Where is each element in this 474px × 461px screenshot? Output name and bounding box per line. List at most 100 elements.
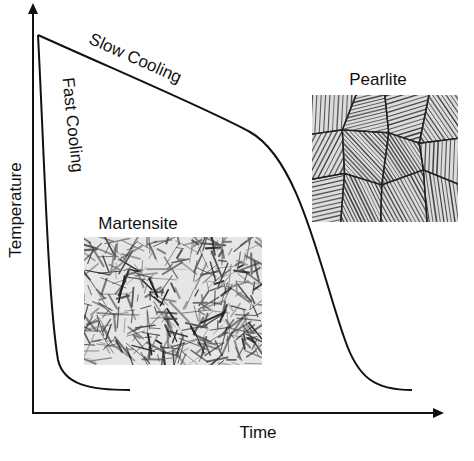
pearlite-lamella: [312, 162, 344, 223]
grain-boundary: [342, 130, 388, 185]
martensite-needle: [84, 356, 96, 364]
pearlite-lamella: [366, 139, 386, 222]
martensite-needle: [235, 281, 237, 291]
pearlite-lamella: [414, 95, 420, 222]
martensite-needle: [211, 240, 218, 254]
martensite-needle: [194, 254, 202, 272]
pearlite-lamella: [312, 118, 398, 220]
pearlite-lamella: [312, 137, 380, 168]
martensite-needle: [84, 325, 91, 330]
pearlite-lamella: [312, 95, 346, 210]
martensite-needle: [150, 246, 157, 262]
pearlite-lamella: [406, 95, 412, 222]
martensite-needle: [147, 268, 170, 270]
martensite-needle: [245, 363, 262, 365]
martensite-needle: [148, 335, 158, 357]
martensite-needle: [246, 256, 262, 266]
martensite-needle: [236, 347, 242, 360]
pearlite-lamella: [312, 152, 364, 222]
pearlite-lamella: [387, 136, 407, 222]
martensite-needle: [176, 241, 198, 253]
pearlite-lamella: [323, 142, 384, 222]
martensite-needle: [175, 288, 179, 298]
martensite-needle: [201, 271, 219, 274]
pearlite-lamella: [389, 95, 395, 222]
martensite-needle: [103, 256, 109, 272]
pearlite-lamella: [312, 129, 386, 222]
martensite-needle: [179, 348, 186, 356]
martensite-needle: [102, 326, 111, 342]
martensite-needle: [117, 242, 118, 253]
pearlite-lamella: [364, 149, 431, 222]
micrograph-title: Martensite: [98, 215, 177, 234]
pearlite-lamella: [321, 100, 417, 202]
martensite-needle: [253, 339, 262, 353]
martensite-needle: [238, 252, 241, 270]
martensite-needle: [102, 293, 128, 294]
pearlite-colony: [312, 121, 407, 222]
pearlite-lamella: [377, 137, 397, 222]
pearlite-lamella: [331, 138, 393, 223]
grain-boundary: [312, 173, 345, 222]
pearlite-lamella: [384, 136, 404, 222]
pearlite-lamella: [393, 95, 399, 222]
martensite-needle: [91, 309, 99, 315]
grain-boundary: [381, 170, 428, 222]
pearlite-lamella: [402, 95, 408, 222]
martensite-needle: [210, 286, 223, 290]
pearlite-lamella: [316, 174, 383, 222]
grain-boundary: [312, 95, 358, 135]
martensite-needle: [194, 302, 208, 304]
pearlite-lamella: [395, 135, 415, 222]
martensite-needle: [124, 348, 133, 350]
martensite-needle: [85, 317, 88, 324]
pearlite-colony: [366, 119, 458, 222]
martensite-needle: [173, 330, 178, 343]
pearlite-lamella: [320, 143, 381, 222]
martensite-needle: [127, 331, 145, 336]
pearlite-lamella: [326, 169, 393, 222]
martensite-needle: [132, 288, 134, 307]
pearlite-lamella: [413, 132, 433, 222]
pearlite-lamella: [323, 171, 390, 222]
pearlite-lamella: [398, 134, 418, 222]
martensite-needle: [88, 358, 96, 362]
pearlite-lamella: [312, 164, 338, 222]
martensite-needle: [165, 352, 180, 356]
pearlite-lamella: [312, 129, 379, 160]
martensite-needle: [150, 292, 151, 300]
martensite-needle: [164, 257, 177, 278]
martensite-needle: [250, 299, 262, 310]
martensite-needle: [201, 304, 211, 310]
martensite-needle: [151, 295, 164, 304]
martensite-needle: [210, 262, 215, 280]
pearlite-lamella: [313, 176, 380, 222]
pearlite-lamella: [312, 95, 435, 102]
pearlite-lamella: [383, 112, 444, 222]
martensite-needle: [191, 350, 208, 362]
y-axis: [32, 10, 34, 413]
martensite-needle: [229, 304, 233, 311]
pearlite-lamella: [312, 121, 377, 152]
martensite-needle: [85, 325, 112, 329]
martensite-needle: [227, 313, 249, 330]
martensite-needle: [84, 243, 95, 248]
martensite-needle: [141, 306, 151, 309]
pearlite-lamella: [312, 95, 440, 122]
pearlite-lamella: [373, 138, 393, 222]
martensite-needle: [251, 296, 255, 304]
martensite-needle: [84, 237, 90, 243]
martensite-needle: [229, 249, 232, 255]
martensite-needle: [85, 244, 102, 261]
pearlite-lamella: [317, 145, 379, 222]
martensite-needle: [202, 295, 204, 308]
pearlite-lamella: [332, 166, 399, 222]
pearlite-lamella: [373, 144, 440, 223]
martensite-needle: [245, 341, 251, 347]
pearlite-lamella: [312, 113, 402, 215]
axis-label: Temperature: [7, 162, 26, 257]
pearlite-lamella: [443, 95, 449, 222]
martensite-needle: [124, 318, 125, 332]
pearlite-lamella: [351, 156, 418, 223]
